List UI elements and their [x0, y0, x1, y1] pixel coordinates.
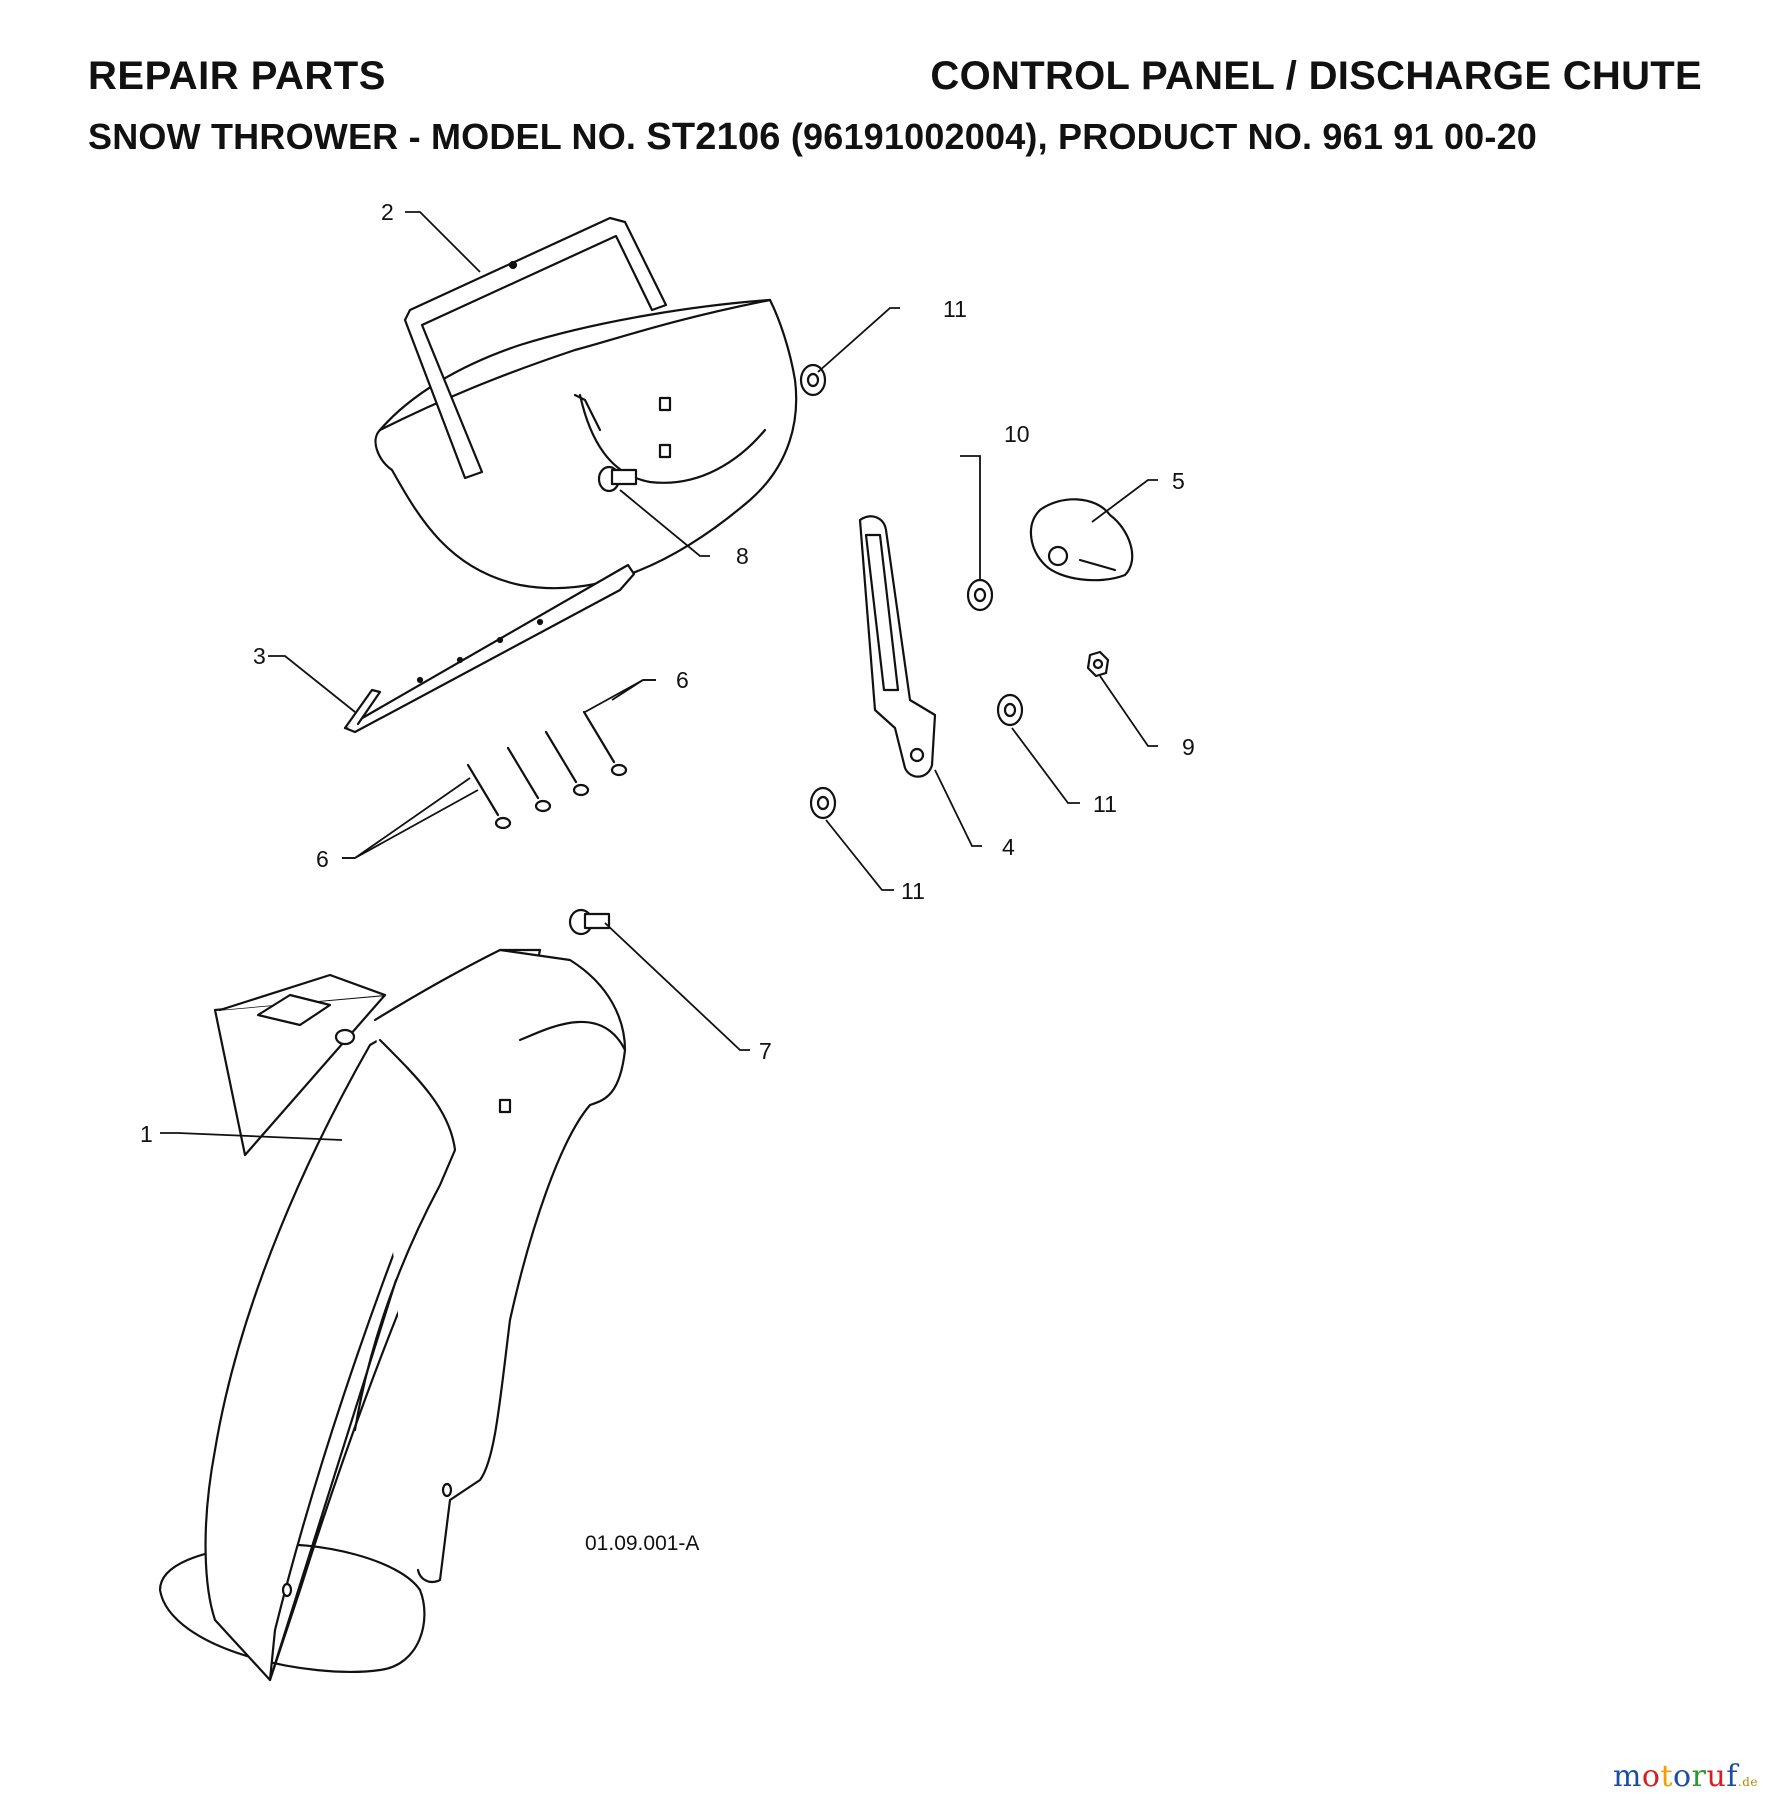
callout-1: 1	[140, 1121, 153, 1147]
part-deflector	[374, 216, 798, 590]
callout-2: 2	[381, 199, 394, 225]
callout-8: 8	[736, 543, 749, 569]
watermark-letter: o	[1673, 1759, 1692, 1794]
callout-11-top: 11	[943, 296, 967, 322]
part-rivets	[466, 710, 628, 830]
part-wear-strip	[343, 563, 636, 734]
callout-11-mid: 11	[1093, 791, 1117, 817]
watermark-letter: m	[1612, 1759, 1642, 1794]
diagram-title: CONTROL PANEL / DISCHARGE CHUTE	[930, 54, 1702, 98]
watermark-letter: o	[1641, 1759, 1661, 1794]
callout-6-right: 6	[676, 667, 689, 693]
part-nut-9	[1086, 650, 1110, 678]
model-subtitle: SNOW THROWER - MODEL NO. ST2106 (9619100…	[88, 116, 1537, 159]
watermark-letter: t	[1660, 1759, 1674, 1794]
section-title: REPAIR PARTS	[88, 54, 386, 98]
part-bolt-7	[568, 908, 611, 936]
part-wing-knob	[1029, 498, 1134, 582]
callout-9: 9	[1182, 734, 1195, 760]
subtitle-suffix: (96191002004), PRODUCT NO. 961 91 00-20	[790, 116, 1538, 157]
part-washers	[799, 363, 1024, 820]
callout-11-low: 11	[901, 878, 925, 904]
part-bracket	[858, 515, 937, 778]
subtitle-prefix: SNOW THROWER - MODEL NO.	[88, 116, 637, 157]
drawing-code: 01.09.001-A	[585, 1532, 699, 1555]
watermark-letters: motoruf	[1613, 1759, 1738, 1794]
watermark-suffix: .de	[1737, 1775, 1758, 1789]
watermark-logo: motoruf.de	[1613, 1759, 1758, 1794]
watermark-letter: r	[1691, 1759, 1707, 1794]
callout-4: 4	[1002, 834, 1015, 860]
leader-lines	[160, 211, 1158, 1141]
part-discharge-chute	[158, 948, 627, 1682]
callout-5: 5	[1172, 468, 1185, 494]
callout-3: 3	[253, 643, 266, 669]
callout-labels: 2 11 10 5 8 3 6 9 11 6 4 11 7 1	[140, 199, 1195, 1147]
model-number: ST2106	[646, 116, 781, 158]
watermark-letter: u	[1706, 1759, 1727, 1794]
callout-6-left: 6	[316, 846, 329, 872]
part-bolt-8	[597, 465, 638, 493]
watermark-letter: f	[1726, 1759, 1738, 1794]
callout-7: 7	[759, 1038, 772, 1064]
callout-10: 10	[1004, 421, 1030, 447]
